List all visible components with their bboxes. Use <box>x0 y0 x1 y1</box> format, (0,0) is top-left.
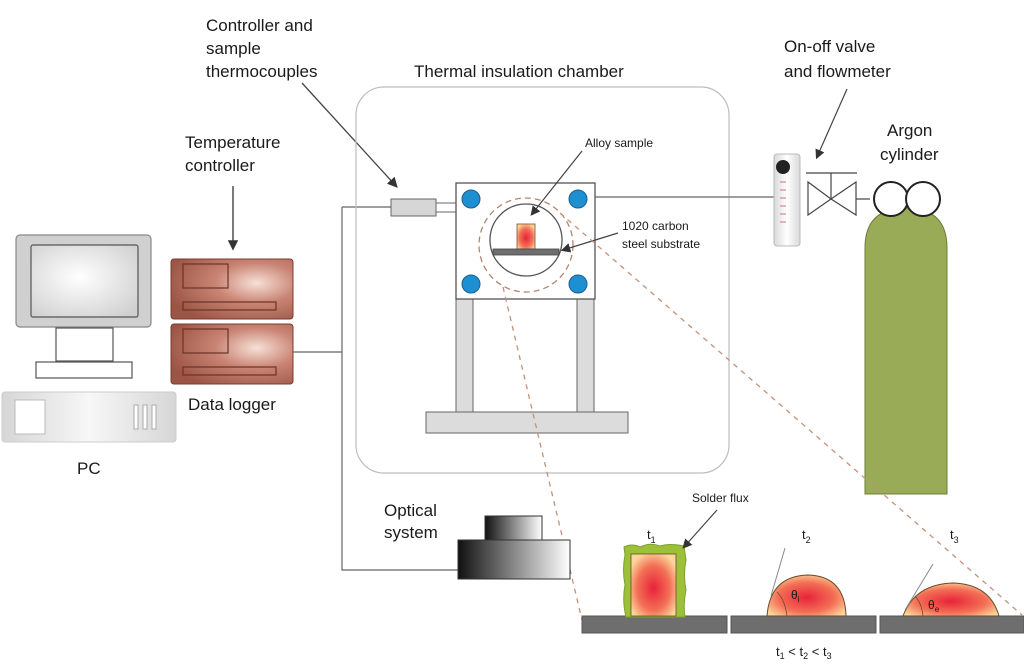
sample-t1 <box>623 543 687 618</box>
label-line: Controller and <box>206 16 313 35</box>
time-subscript: 3 <box>954 535 959 545</box>
rel-part: 3 <box>827 651 832 661</box>
data-logger-icon <box>170 258 294 385</box>
thermocouple-probe-icon <box>390 198 456 217</box>
rel-part: t <box>799 644 803 659</box>
alloy-sample <box>516 223 536 250</box>
rel-part: < <box>785 644 800 659</box>
rel-part: < <box>808 644 823 659</box>
pc-label: PC <box>77 459 101 478</box>
solder-flux-arrow <box>682 509 718 549</box>
droplet-t2 <box>766 547 847 617</box>
pc-monitor-icon <box>15 234 152 379</box>
wiring <box>293 206 460 571</box>
angle-label-initial: θi <box>791 588 800 604</box>
substrate-strips <box>581 615 1024 634</box>
thermal-chamber-label: Thermal insulation chamber <box>414 62 624 81</box>
time-subscript: 2 <box>806 535 811 545</box>
droplet-t3 <box>902 563 1000 617</box>
time-symbol: t <box>647 527 651 542</box>
label-line: thermocouples <box>206 62 318 81</box>
time-label-t3: t3 <box>950 527 959 545</box>
optical-system-icon <box>457 515 571 580</box>
pc-tower-icon <box>1 391 177 443</box>
label-line: On-off valve <box>784 37 875 56</box>
time-label-t1: t1 <box>647 527 656 545</box>
controller-thermocouples-label: Controller and sample thermocouples <box>206 16 318 81</box>
furnace-stand <box>425 298 629 434</box>
time-symbol: t <box>802 527 806 542</box>
data-logger-label: Data logger <box>188 395 276 414</box>
projection-lines <box>502 212 1023 621</box>
angle-symbol: θ <box>791 588 798 602</box>
label-line: Optical <box>384 501 437 520</box>
rel-part: t <box>776 644 780 659</box>
alloy-sample-arrow <box>530 150 583 216</box>
angle-subscript: i <box>798 595 800 604</box>
time-relation-label: t1 < t2 < t3 <box>776 644 832 661</box>
rel-part: 2 <box>803 651 808 661</box>
temperature-controller-label: Temperature controller <box>185 133 280 175</box>
optical-system-label: Optical system <box>384 501 438 542</box>
angle-subscript: e <box>935 605 940 614</box>
zoom-circle-dashed <box>478 197 574 293</box>
thermocouple-arrow <box>301 82 398 188</box>
on-off-valve-icon <box>806 172 870 217</box>
angle-label-equilibrium: θe <box>928 598 940 614</box>
label-line: Argon <box>887 121 932 140</box>
valve-flowmeter-label: On-off valve and flowmeter <box>784 37 891 81</box>
thermal-chamber-outline <box>355 86 730 474</box>
time-symbol: t <box>950 527 954 542</box>
argon-cylinder-label: Argon cylinder <box>880 121 939 164</box>
label-line: controller <box>185 156 255 175</box>
bolt-icons <box>461 189 588 294</box>
substrate-label: 1020 carbon steel substrate <box>622 219 700 251</box>
label-line: cylinder <box>880 145 939 164</box>
angle-symbol: θ <box>928 598 935 612</box>
label-line: and flowmeter <box>784 62 891 81</box>
alloy-sample-label: Alloy sample <box>585 136 653 150</box>
solder-flux-label: Solder flux <box>692 491 749 505</box>
substrate-plate <box>492 248 560 256</box>
substrate-arrow <box>560 232 619 253</box>
time-subscript: 1 <box>651 535 656 545</box>
flowmeter-icon <box>773 153 801 247</box>
time-label-t2: t2 <box>802 527 811 545</box>
label-line: sample <box>206 39 261 58</box>
label-line: Temperature <box>185 133 280 152</box>
label-line: steel substrate <box>622 237 700 251</box>
rel-part: 1 <box>780 651 785 661</box>
label-line: system <box>384 523 438 542</box>
valve-arrow <box>815 88 848 160</box>
argon-cylinder-icon <box>864 181 948 495</box>
label-line: 1020 carbon <box>622 219 689 233</box>
rel-part: t <box>823 644 827 659</box>
